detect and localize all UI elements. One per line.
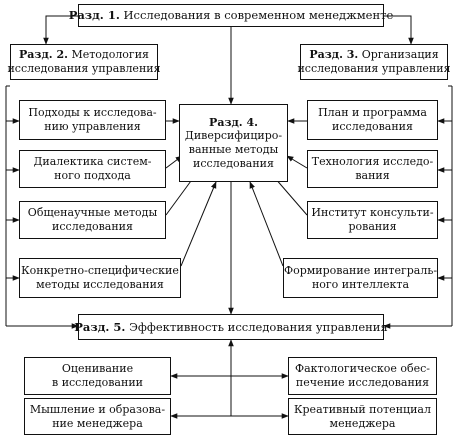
approaches-line1: Подходы к исследова- (28, 106, 157, 120)
section-2-box: Разд. 2. Методология исследования управл… (7, 44, 161, 80)
edge-specific-r4 (180, 181, 217, 267)
technology-box: Технология исследо- вания (307, 150, 438, 188)
section-4-title-line3: ванные методы (188, 143, 279, 156)
approaches-box: Подходы к исследова- нию управления (19, 100, 166, 140)
evaluation-line2: в исследовании (52, 376, 143, 389)
edge-r1-r2 (43, 15, 78, 45)
specific-methods-box: Конкретно-специфические методы исследова… (19, 258, 181, 298)
section-5-title: Эффективность исследования управления (129, 319, 388, 334)
section-1-title: Исследования в современном менеджменте (123, 8, 394, 23)
thinking-line2: ние менеджера (52, 416, 143, 430)
section-1-number: Разд. 1. (68, 8, 120, 23)
section-1-box: Разд. 1. Исследования в современном мене… (69, 4, 393, 27)
consulting-line1: Институт консульти- (311, 206, 434, 220)
thinking-line1: Мышление и образова- (29, 402, 166, 416)
factual-line2: печение исследования (295, 376, 430, 389)
creative-line1: Креативный потенциал (294, 402, 431, 416)
thinking-box: Мышление и образова- ние менеджера (24, 398, 171, 435)
intellect-box: Формирование интеграль- ного интеллекта (283, 258, 438, 298)
general-methods-line1: Общенаучные методы (27, 206, 158, 220)
approaches-line2: нию управления (44, 120, 141, 133)
creative-line2: менеджера (329, 416, 396, 430)
consulting-box: Институт консульти- рования (307, 201, 438, 239)
section-3-title-line2: исследования управления (297, 62, 451, 75)
section-4-box: Разд. 4. Диверсифициро- ванные методы ис… (179, 104, 288, 182)
section-2-title-line1: Методология (71, 48, 149, 62)
section-4-title-line2: Диверсифициро- (184, 129, 283, 143)
plan-line1: План и программа (318, 106, 427, 120)
dialectics-line1: Диалектика систем- (33, 155, 152, 169)
section-2-title-line2: исследования управления (7, 62, 161, 75)
section-2-number: Разд. 2. (19, 48, 68, 62)
specific-methods-line2: методы исследования (36, 278, 164, 291)
intellect-line1: Формирование интеграль- (283, 264, 438, 278)
section-5-number: Разд. 5. (74, 319, 126, 334)
consulting-line2: рования (348, 220, 397, 233)
technology-line2: вания (355, 169, 390, 182)
specific-methods-line1: Конкретно-специфические (21, 264, 179, 278)
dialectics-line2: ного подхода (54, 169, 131, 182)
section-3-box: Разд. 3. Организация исследования управл… (297, 44, 451, 80)
intellect-line2: ного интеллекта (311, 278, 410, 291)
factual-box: Фактологическое обес- печение исследован… (288, 357, 437, 395)
edge-r1-r3 (384, 15, 414, 45)
evaluation-box: Оценивание в исследовании (24, 357, 171, 395)
general-methods-box: Общенаучные методы исследования (19, 201, 166, 239)
edge-technology-r4 (286, 155, 308, 169)
factual-line1: Фактологическое обес- (294, 362, 431, 376)
section-3-title-line1: Организация (361, 48, 439, 62)
section-5-box: Разд. 5. Эффективность исследования упра… (74, 314, 388, 340)
creative-box: Креативный потенциал менеджера (288, 398, 437, 435)
general-methods-line2: исследования (52, 220, 133, 233)
section-4-title-line4: исследования (193, 156, 274, 170)
plan-box: План и программа исследования (307, 100, 438, 140)
technology-line1: Технология исследо- (311, 155, 434, 169)
edge-intellect-r4 (249, 181, 284, 267)
dialectics-box: Диалектика систем- ного подхода (19, 150, 166, 188)
evaluation-line1: Оценивание (61, 362, 134, 376)
section-3-number: Разд. 3. (309, 48, 359, 62)
plan-line2: исследования (332, 120, 413, 133)
section-4-number: Разд. 4. (209, 115, 258, 129)
